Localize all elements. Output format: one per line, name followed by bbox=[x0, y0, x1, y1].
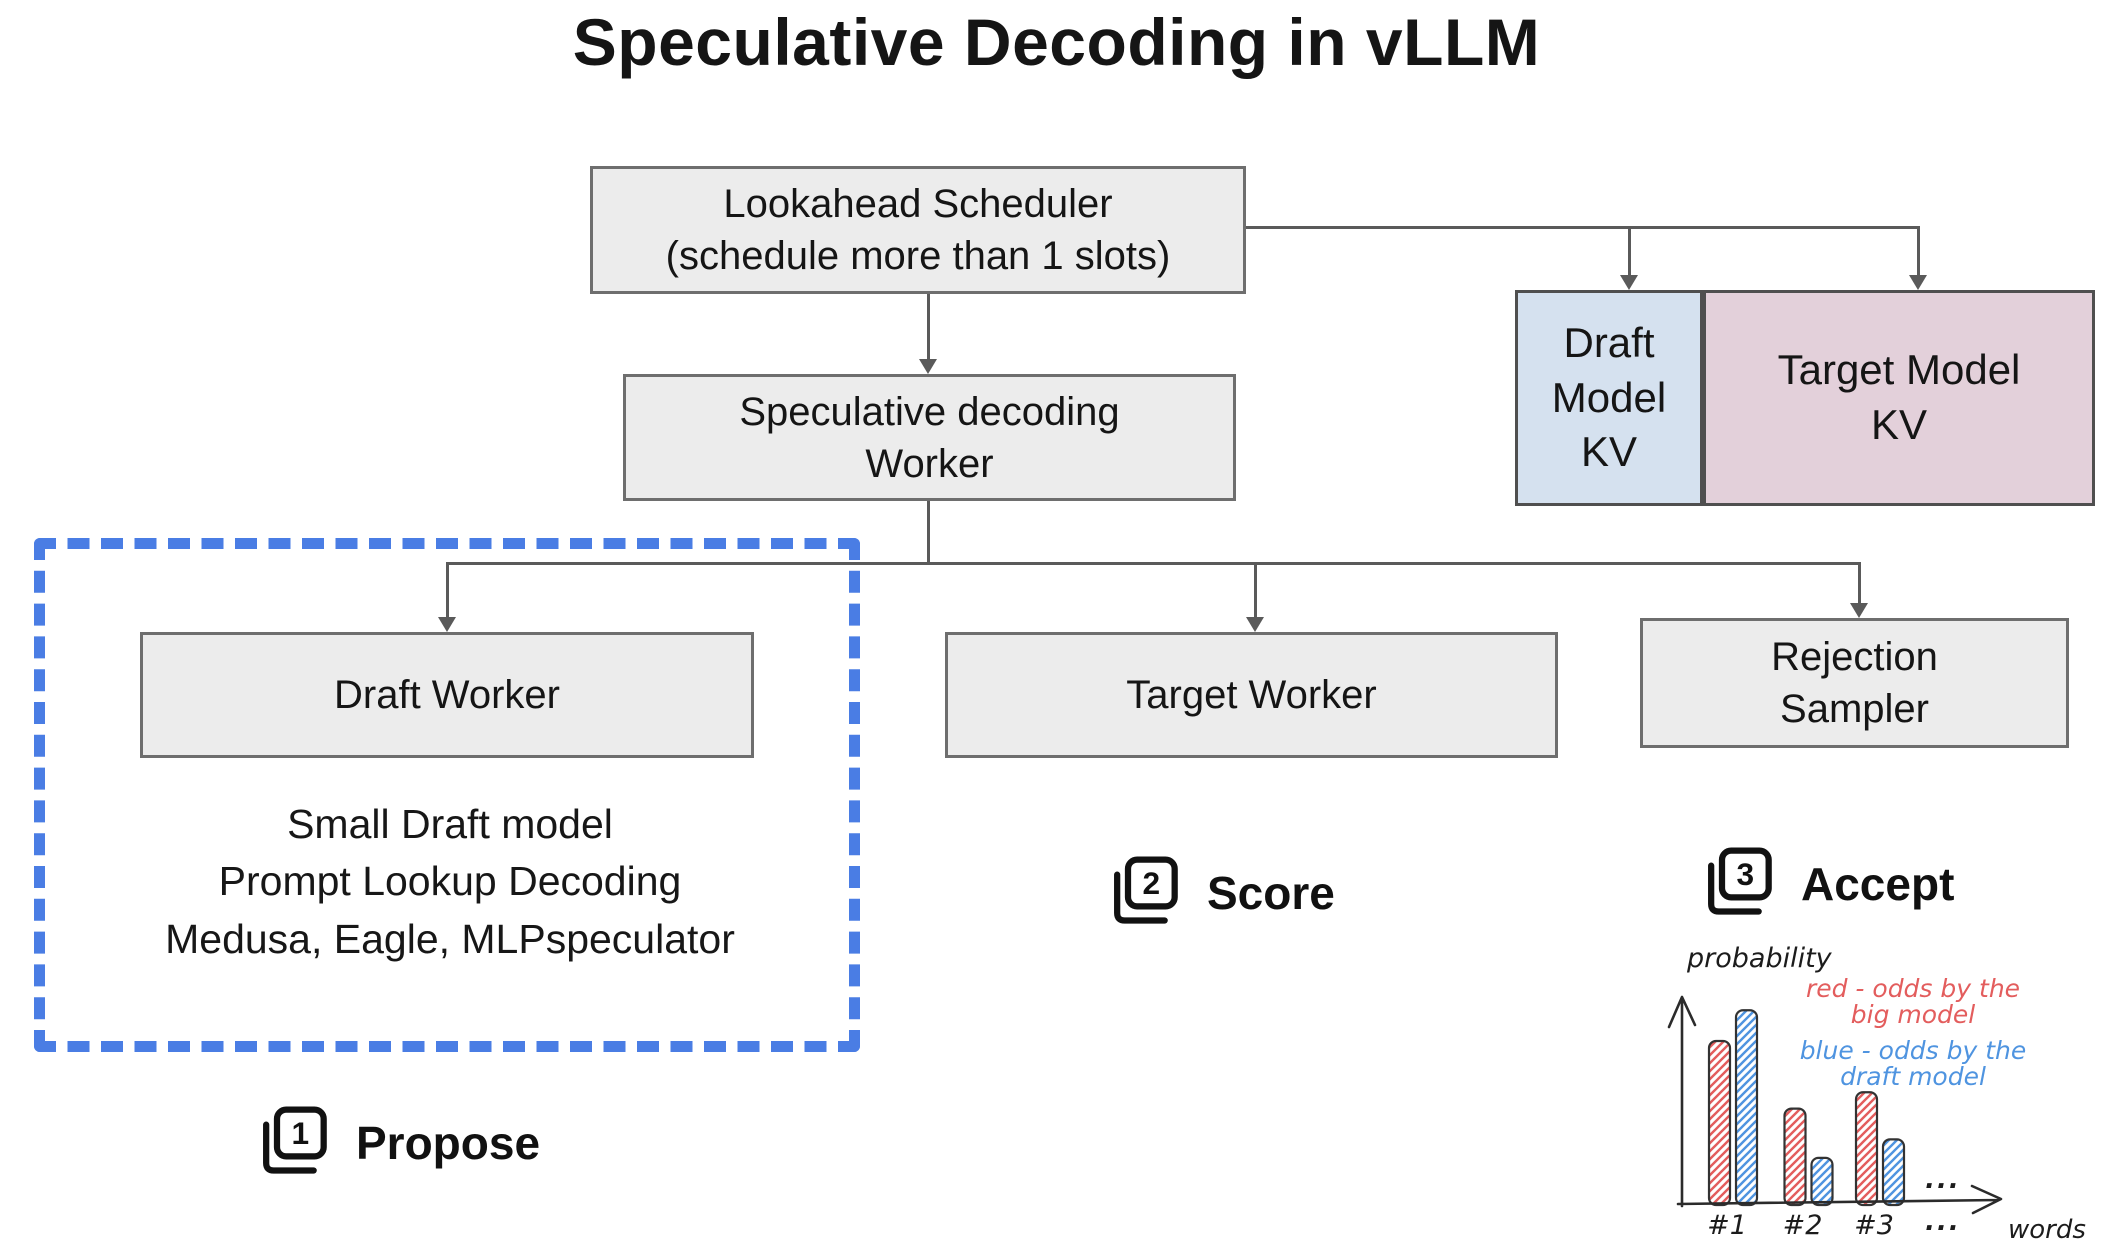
number-3-card-icon: 3 bbox=[1708, 847, 1772, 915]
node-label: Rejection Sampler bbox=[1771, 635, 1938, 731]
node-label: Target Worker bbox=[1126, 673, 1377, 717]
arrowhead-to-spec-worker bbox=[919, 359, 937, 374]
arrowhead-to-draft-kv bbox=[1620, 275, 1638, 290]
node-target-worker: Target Worker bbox=[945, 632, 1558, 758]
step-label: Score bbox=[1207, 867, 1335, 919]
node-label: Target Model KV bbox=[1777, 346, 2021, 448]
step-number: 1 bbox=[292, 1115, 310, 1151]
connector-drop-draft-worker bbox=[446, 562, 449, 618]
probability-chart-svg: probability words #1 #2 #3...... red - odds b… bbox=[1667, 943, 2086, 1245]
node-label: Speculative decoding Worker bbox=[739, 389, 1120, 486]
chart-axes bbox=[1667, 995, 2003, 1215]
x-axis-label: words bbox=[2008, 1215, 2086, 1245]
ellipsis: ... bbox=[1925, 1165, 1961, 1195]
draft-methods-text: Small Draft model Prompt Lookup Decoding… bbox=[165, 801, 735, 962]
step-number: 2 bbox=[1143, 865, 1161, 901]
step-score: 2 Score bbox=[1103, 853, 1335, 933]
category-label: #3 bbox=[1854, 1210, 1894, 1241]
number-1-card-icon: 1 bbox=[263, 1106, 327, 1174]
category-label: #2 bbox=[1783, 1210, 1823, 1241]
connector-drop-target-kv bbox=[1917, 226, 1920, 276]
legend-line: big model bbox=[1851, 1000, 1976, 1029]
node-target-model-kv: Target Model KV bbox=[1703, 290, 2095, 506]
node-label: Draft Worker bbox=[334, 673, 560, 717]
legend-line: draft model bbox=[1840, 1062, 1986, 1091]
arrowhead-to-draft-worker bbox=[438, 617, 456, 632]
connector-scheduler-to-kv bbox=[1246, 226, 1920, 229]
step-propose: 1 Propose bbox=[252, 1103, 540, 1183]
category-label: #1 bbox=[1707, 1210, 1747, 1241]
node-draft-worker: Draft Worker bbox=[140, 632, 754, 758]
legend-line: red - odds by the bbox=[1806, 974, 2020, 1003]
connector-drop-rejection-sampler bbox=[1858, 562, 1861, 604]
y-axis-label: probability bbox=[1686, 943, 1833, 974]
bars bbox=[1707, 1009, 1906, 1207]
arrowhead-to-target-worker bbox=[1246, 617, 1264, 632]
node-rejection-sampler: Rejection Sampler bbox=[1640, 618, 2069, 748]
connector-scheduler-to-worker bbox=[927, 294, 930, 362]
ellipsis: ... bbox=[1925, 1207, 1961, 1237]
node-speculative-decoding-worker: Speculative decoding Worker bbox=[623, 374, 1236, 501]
connector-worker-to-junction bbox=[927, 501, 930, 565]
step-number: 3 bbox=[1737, 856, 1755, 892]
connector-drop-draft-kv bbox=[1628, 226, 1631, 276]
step-accept: 3 Accept bbox=[1697, 844, 1954, 924]
node-label: Draft Model KV bbox=[1551, 319, 1667, 476]
propose-group-outline bbox=[34, 538, 860, 1052]
node-label: Lookahead Scheduler (schedule more than … bbox=[665, 182, 1171, 278]
arrowhead-to-rejection-sampler bbox=[1850, 603, 1868, 618]
arrowhead-to-target-kv bbox=[1909, 275, 1927, 290]
connector-junction-bar bbox=[447, 562, 1861, 565]
number-2-card-icon: 2 bbox=[1114, 856, 1178, 924]
step-label: Propose bbox=[356, 1117, 541, 1169]
page-title: Speculative Decoding in vLLM bbox=[572, 5, 1541, 79]
node-lookahead-scheduler: Lookahead Scheduler (schedule more than … bbox=[590, 166, 1246, 294]
probability-chart: probability words #1 #2 #3...... red - odds b… bbox=[1630, 935, 2113, 1247]
step-label: Accept bbox=[1801, 858, 1955, 910]
connector-drop-target-worker bbox=[1254, 562, 1257, 618]
legend-line: blue - odds by the bbox=[1800, 1036, 2027, 1065]
node-draft-model-kv: Draft Model KV bbox=[1515, 290, 1703, 506]
